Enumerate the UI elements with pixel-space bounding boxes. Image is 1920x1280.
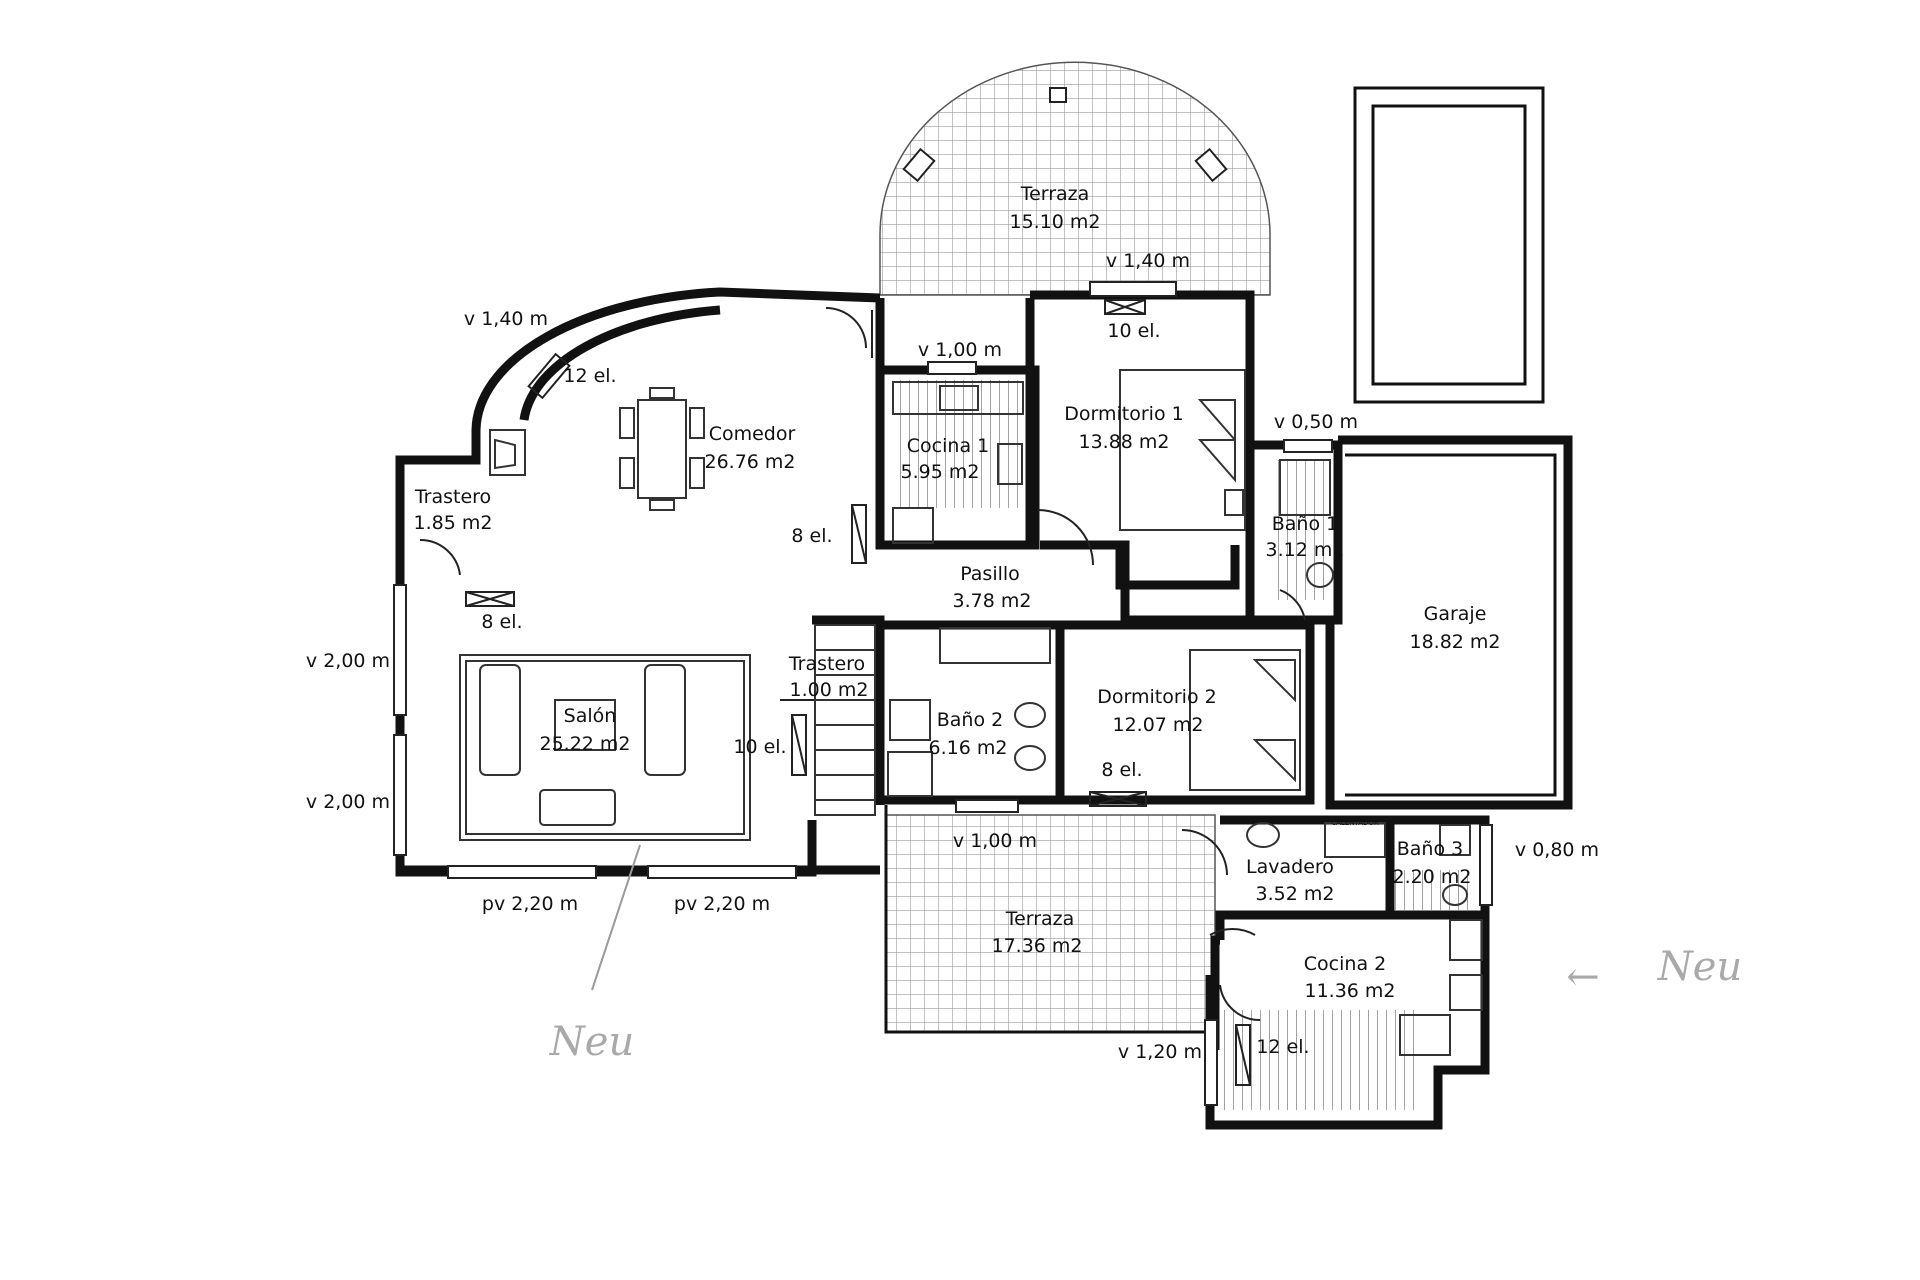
window-label-terraza-top: v 1,40 m xyxy=(1106,250,1190,272)
window-label-salon-1: v 2,00 m xyxy=(306,650,390,672)
window-strips xyxy=(393,281,1493,1106)
room-name-lavadero: Lavadero xyxy=(1246,856,1334,878)
room-name-bano2: Baño 2 xyxy=(937,709,1003,731)
radiator-label-dorm2: 8 el. xyxy=(1101,759,1142,781)
room-area-dormitorio2: 12.07 m2 xyxy=(1112,714,1203,736)
room-area-bano2: 6.16 m2 xyxy=(929,737,1008,759)
room-labels: Terraza 15.10 m2 Comedor 26.76 m2 Cocina… xyxy=(414,183,1501,1002)
doors xyxy=(419,307,1306,1022)
room-name-cocina2: Cocina 2 xyxy=(1304,953,1386,975)
dining-table xyxy=(619,387,705,511)
room-area-bano3: 2.20 m2 xyxy=(1393,866,1472,888)
bath1-fittings xyxy=(1279,459,1334,588)
room-name-cocina1: Cocina 1 xyxy=(907,435,989,457)
radiator-label-comedor: 12 el. xyxy=(563,365,616,387)
room-area-salon: 25.22 m2 xyxy=(539,733,630,755)
kitchen2-fittings xyxy=(1399,919,1483,1056)
room-area-lavadero: 3.52 m2 xyxy=(1256,883,1335,905)
room-name-dormitorio2: Dormitorio 2 xyxy=(1097,686,1216,708)
room-area-trastero2: 1.00 m2 xyxy=(790,679,869,701)
radiator-label-dorm1: 10 el. xyxy=(1107,320,1160,342)
window-label-cocina1: v 1,00 m xyxy=(918,339,1002,361)
room-name-garaje: Garaje xyxy=(1424,603,1487,625)
radiator-label-trastero: 8 el. xyxy=(481,611,522,633)
room-area-cocina1: 5.95 m2 xyxy=(901,461,980,483)
window-label-pv-2: pv 2,20 m xyxy=(674,893,770,915)
window-label-terraza-bottom: v 1,00 m xyxy=(953,830,1037,852)
window-label-cocina2: v 1,20 m xyxy=(1118,1041,1202,1063)
room-area-cocina2: 11.36 m2 xyxy=(1304,980,1395,1002)
room-name-bano3: Baño 3 xyxy=(1397,838,1463,860)
window-label-comedor: v 1,40 m xyxy=(464,308,548,330)
note-arrow: ← xyxy=(1566,954,1600,1000)
room-name-comedor: Comedor xyxy=(709,423,796,445)
radiator-labels: 12 el. 10 el. 8 el. 8 el. 10 el. 8 el. 1… xyxy=(481,320,1309,1058)
window-label-pv-1: pv 2,20 m xyxy=(482,893,578,915)
room-area-pasillo: 3.78 m2 xyxy=(953,590,1032,612)
note-pointer-line xyxy=(591,844,641,991)
calentador-label: CALENTADOR xyxy=(1331,819,1379,827)
cocina2-floor xyxy=(1220,1010,1420,1110)
room-name-bano1: Baño 1 xyxy=(1272,513,1338,535)
room-name-dormitorio1: Dormitorio 1 xyxy=(1064,403,1183,425)
note-left: Neu xyxy=(549,1019,634,1065)
fireplace xyxy=(489,429,526,476)
bed-dorm1 xyxy=(1119,369,1246,531)
window-label-salon-2: v 2,00 m xyxy=(306,791,390,813)
bath3-fittings xyxy=(1439,824,1471,906)
room-area-trastero1: 1.85 m2 xyxy=(414,512,493,534)
room-name-terraza-bottom: Terraza xyxy=(1005,908,1075,930)
room-name-terraza-top: Terraza xyxy=(1020,183,1090,205)
radiator-label-cocina2: 12 el. xyxy=(1256,1036,1309,1058)
laundry-fittings xyxy=(1246,822,1386,858)
radiator-label-cocina1: 8 el. xyxy=(791,525,832,547)
handwritten-notes: Neu ← Neu xyxy=(549,844,1742,1065)
stairs xyxy=(814,624,876,816)
room-name-trastero2: Trastero xyxy=(788,653,865,675)
room-area-terraza-top: 15.10 m2 xyxy=(1009,211,1100,233)
salon-rug-and-sofas xyxy=(459,654,751,841)
pool xyxy=(1353,86,1545,404)
note-right: Neu xyxy=(1657,944,1742,990)
room-name-trastero1: Trastero xyxy=(414,486,491,508)
room-area-garaje: 18.82 m2 xyxy=(1409,631,1500,653)
room-area-terraza-bottom: 17.36 m2 xyxy=(991,935,1082,957)
room-area-bano1: 3.12 m2 xyxy=(1266,539,1345,561)
radiators xyxy=(465,299,1251,1086)
room-area-comedor: 26.76 m2 xyxy=(704,451,795,473)
bath2-fittings xyxy=(887,627,1051,797)
terraza-top-area xyxy=(879,61,1271,296)
room-name-salon: Salón xyxy=(564,705,617,727)
kitchen1-fittings xyxy=(892,381,1024,544)
window-label-bano1: v 0,50 m xyxy=(1274,411,1358,433)
room-area-dormitorio1: 13.88 m2 xyxy=(1078,431,1169,453)
window-label-bano3: v 0,80 m xyxy=(1515,839,1599,861)
window-labels: v 1,40 m v 1,40 m v 1,00 m v 0,50 m v 2,… xyxy=(306,250,1599,1063)
radiator-label-salon: 10 el. xyxy=(733,736,786,758)
bed-dorm2 xyxy=(1189,649,1301,791)
room-name-pasillo: Pasillo xyxy=(960,563,1020,585)
